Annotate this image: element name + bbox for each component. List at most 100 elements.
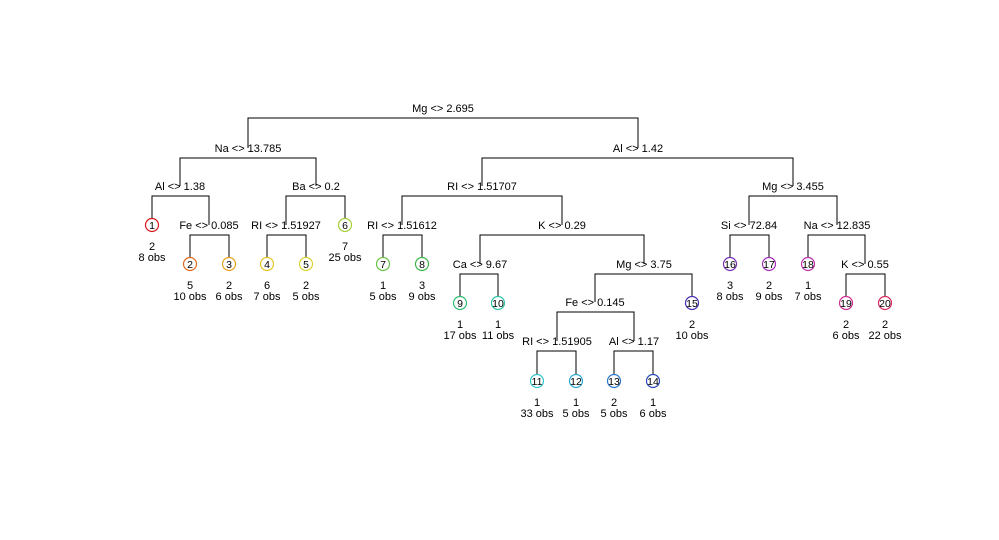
leaf-node: 4 67 obs [254,256,281,303]
split-label: Ca <> 9.67 [453,259,507,271]
leaf-number: 18 [802,259,814,271]
leaf-obs: 5 obs [293,291,320,303]
leaf-obs: 33 obs [520,408,554,420]
tree-edge [189,234,230,257]
leaf-number: 3 [226,259,232,271]
leaf-class: 1 [380,280,386,292]
leaf-circle [800,256,816,272]
tree-edge [748,195,838,225]
leaf-circle [221,256,237,272]
tree-edge [459,273,499,296]
leaf-obs: 10 obs [173,291,207,303]
leaf-number: 17 [763,259,775,271]
split-label: Mg <> 3.455 [762,181,824,193]
leaf-class: 2 [882,319,888,331]
leaf-number: 2 [187,259,193,271]
leaf-class: 1 [457,319,463,331]
leaf-circle [259,256,275,272]
leaf-obs: 9 obs [756,291,783,303]
leaf-number: 19 [840,298,852,310]
leaf-obs: 25 obs [328,252,362,264]
leaf-circle [606,373,622,389]
leaf-circle [182,256,198,272]
leaf-node: 18 17 obs [795,256,822,303]
leaf-node: 19 26 obs [833,295,860,342]
tree-edge [594,273,693,302]
tree-edge [536,350,577,374]
leaf-number: 7 [380,259,386,271]
split-label: Na <> 12.835 [804,220,871,232]
leaf-class: 5 [187,280,193,292]
leaf-class: 2 [303,280,309,292]
split-label: Mg <> 3.75 [616,259,672,271]
leaf-number: 16 [724,259,736,271]
leaf-number: 13 [608,376,620,388]
split-label: Na <> 13.785 [215,143,282,155]
tree-edge [613,350,654,374]
leaf-class: 1 [805,280,811,292]
split-label: Fe <> 0.085 [179,220,238,232]
leaf-class: 6 [264,280,270,292]
leaf-obs: 5 obs [563,408,590,420]
leaf-number: 11 [532,376,543,388]
leaf-number: 15 [686,298,698,310]
tree-edge [807,234,866,264]
split-label: Si <> 72.84 [721,220,777,232]
leaf-class: 2 [766,280,772,292]
tree-edges [151,117,886,374]
tree-edge [285,195,346,225]
leaf-class: 2 [149,241,155,253]
split-label: RI <> 1.51612 [367,220,437,232]
leaf-obs: 5 obs [370,291,397,303]
tree-edge [247,117,639,148]
leaf-circle [722,256,738,272]
leaf-obs: 8 obs [139,252,166,264]
leaf-circle [529,373,545,389]
split-label: RI <> 1.51707 [447,181,517,193]
leaf-number: 12 [570,376,582,388]
leaf-obs: 5 obs [601,408,628,420]
leaf-obs: 11 obs [482,330,515,342]
leaf-node: 525 obs [293,256,320,303]
leaf-obs: 7 obs [254,291,281,303]
split-label: Al <> 1.17 [609,336,659,348]
leaf-class: 1 [573,397,579,409]
tree-edge [151,195,210,225]
split-label: Al <> 1.42 [613,143,663,155]
leaf-class: 2 [843,319,849,331]
tree-edge [729,234,770,257]
leaf-node: 15 210 obs [675,295,709,342]
leaf-node: 128 obs [139,217,166,264]
leaf-number: 20 [879,298,891,310]
leaf-obs: 6 obs [640,408,667,420]
leaf-node: 839 obs [409,256,436,303]
split-label: RI <> 1.51927 [251,220,321,232]
leaf-class: 2 [226,280,232,292]
leaf-circle [838,295,854,311]
leaf-circle [452,295,468,311]
leaf-number: 9 [457,298,463,310]
leaf-obs: 7 obs [795,291,822,303]
leaf-class: 1 [495,319,501,331]
leaf-number: 4 [264,259,270,271]
leaf-obs: 6 obs [833,330,860,342]
leaf-obs: 10 obs [675,330,709,342]
leaf-obs: 6 obs [216,291,243,303]
leaf-class: 3 [419,280,425,292]
leaf-circle [568,373,584,389]
leaf-class: 2 [689,319,695,331]
tree-edge [481,157,794,186]
leaf-circle [337,217,353,233]
split-label: Ba <> 0.2 [292,181,340,193]
tree-edge [401,195,563,225]
leaf-circle [490,295,506,311]
